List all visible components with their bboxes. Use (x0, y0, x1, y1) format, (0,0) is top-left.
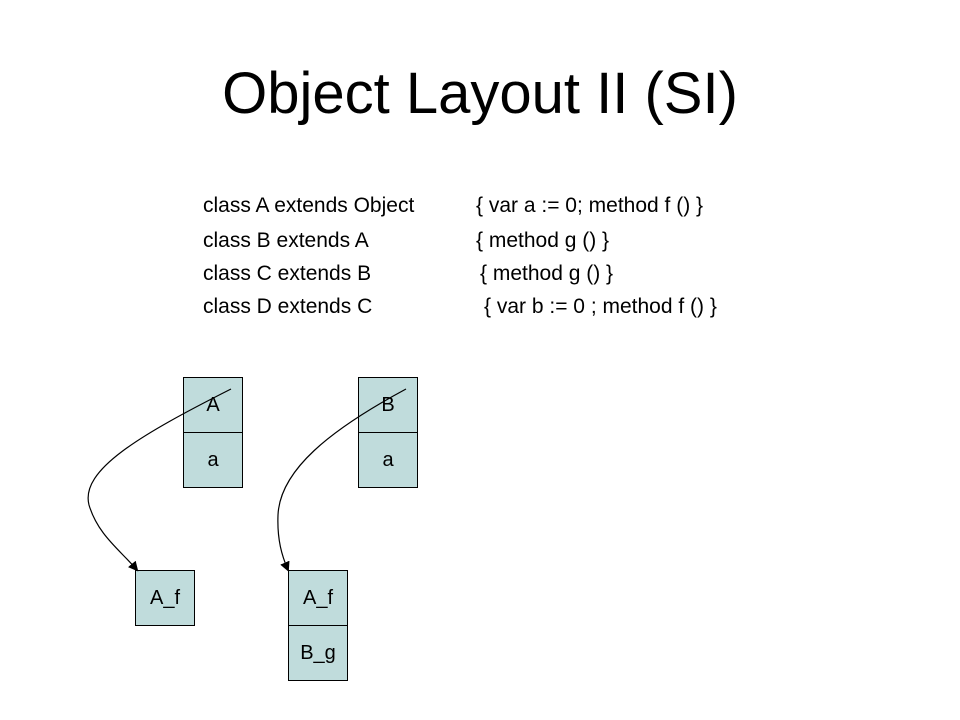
vtable-pointer-arrow-b (277, 388, 407, 572)
vtable-b-entry-1-label: A_f (302, 586, 334, 609)
code-line-class-c-decl: class C extends B (203, 262, 372, 285)
code-line-class-a-decl: class A extends Object (203, 194, 415, 217)
vtable-pointer-arrow-a (87, 388, 232, 572)
slide-title: Object Layout II (SI) (222, 61, 738, 126)
vtable-b-entry-1-cell: A_f (288, 570, 348, 626)
code-line-class-b-decl: class B extends A (203, 229, 369, 252)
code-line-class-c-body: { method g () } (480, 262, 614, 285)
object-b-field-label: a (382, 448, 394, 471)
object-b-header-label: B (381, 393, 395, 416)
code-line-class-d-decl: class D extends C (203, 295, 373, 318)
vtable-b-entry-2-cell: B_g (288, 625, 348, 681)
vtable-a-entry-cell: A_f (135, 570, 195, 626)
object-a-header-label: A (206, 393, 220, 416)
object-a-header-cell: A (183, 377, 243, 433)
object-a-field-label: a (207, 448, 219, 471)
code-line-class-b-body: { method g () } (476, 229, 610, 252)
object-b-field-cell: a (358, 432, 418, 488)
object-a-field-cell: a (183, 432, 243, 488)
vtable-b-entry-2-label: B_g (300, 641, 336, 664)
vtable-a-entry-label: A_f (149, 586, 181, 609)
code-line-class-a-body: { var a := 0; method f () } (476, 194, 704, 217)
code-line-class-d-body: { var b := 0 ; method f () } (484, 295, 717, 318)
